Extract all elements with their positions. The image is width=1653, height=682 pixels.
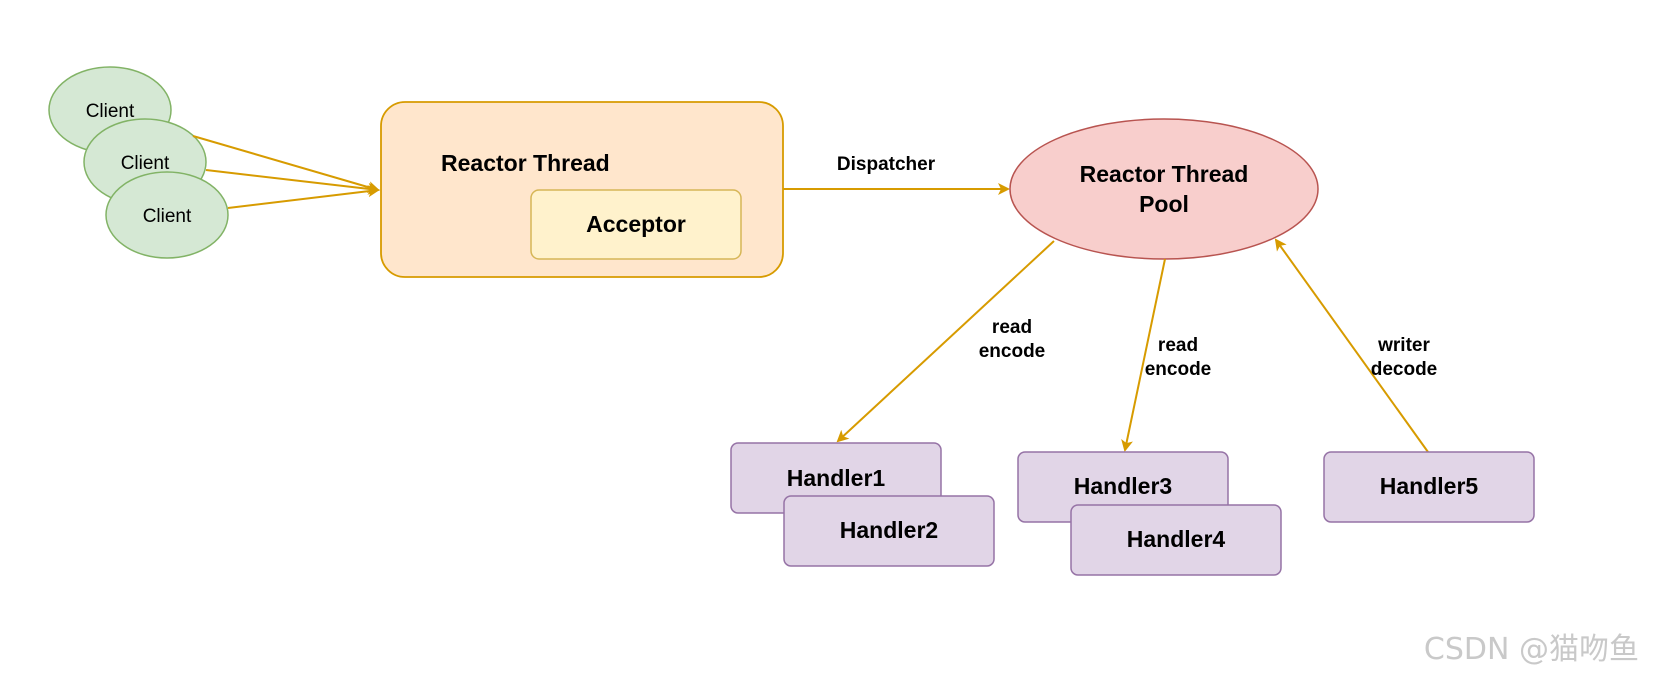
read-encode-label-1-line2: encode bbox=[979, 341, 1046, 362]
client-node-3[interactable]: Client bbox=[105, 171, 229, 259]
handler5-label: Handler5 bbox=[1380, 473, 1479, 499]
edge-pool-to-handler1 bbox=[836, 240, 1055, 443]
handler5-node[interactable]: Handler5 bbox=[1323, 451, 1535, 523]
pool-label-line2: Pool bbox=[1139, 191, 1189, 217]
reactor-thread-pool-node[interactable]: Reactor Thread Pool bbox=[1009, 118, 1319, 260]
read-encode-label-2-line2: encode bbox=[1145, 359, 1212, 380]
edge-client2-to-reactor bbox=[205, 169, 380, 195]
edge-client3-to-reactor bbox=[227, 185, 380, 209]
handler3-label: Handler3 bbox=[1074, 473, 1172, 499]
client-label-1: Client bbox=[86, 101, 135, 122]
writer-decode-label-line1: writer bbox=[1377, 335, 1430, 356]
client-label-3: Client bbox=[143, 206, 192, 227]
handler4-node[interactable]: Handler4 bbox=[1070, 504, 1282, 576]
edge-pool-to-handler3 bbox=[1121, 258, 1166, 452]
client-label-2: Client bbox=[121, 153, 170, 174]
handler2-label: Handler2 bbox=[840, 517, 938, 543]
pool-label-line1: Reactor Thread bbox=[1080, 161, 1249, 187]
watermark-text: CSDN @猫吻鱼 bbox=[1423, 632, 1639, 667]
handler1-label: Handler1 bbox=[787, 465, 886, 491]
handler2-node[interactable]: Handler2 bbox=[783, 495, 995, 567]
read-encode-label-1-line1: read bbox=[992, 317, 1032, 338]
acceptor-node[interactable]: Acceptor bbox=[530, 189, 742, 260]
edge-handler5-to-pool bbox=[1274, 238, 1429, 453]
writer-decode-label-line2: decode bbox=[1371, 359, 1438, 380]
edge-client1-to-reactor bbox=[192, 135, 380, 193]
acceptor-label: Acceptor bbox=[586, 211, 686, 237]
dispatcher-label: Dispatcher bbox=[837, 154, 936, 175]
read-encode-label-2-line1: read bbox=[1158, 335, 1198, 356]
handler4-label: Handler4 bbox=[1127, 526, 1226, 552]
reactor-thread-title: Reactor Thread bbox=[441, 150, 610, 176]
